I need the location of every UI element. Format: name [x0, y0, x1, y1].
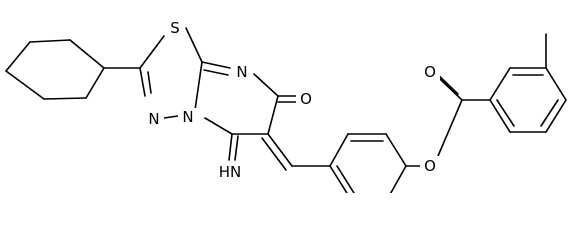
- atom-label-ester-carbonyl-oxygen: O: [424, 63, 436, 81]
- atom-label-imine: HN: [219, 163, 242, 181]
- thiadiazole-ring: [139, 27, 203, 119]
- molecule-structure-diagram: S N N N O HN O O: [5, 18, 567, 193]
- imine-bond: [228, 133, 239, 161]
- atom-labels: S N N N O HN O O: [144, 18, 440, 182]
- ketone-bond: [277, 95, 299, 103]
- tolyl-ring: [489, 67, 567, 133]
- atom-label-bridge-nitrogen: N: [182, 108, 193, 126]
- ester-bonds: [405, 72, 491, 167]
- cyclohexyl-ring: [5, 39, 105, 100]
- pyrimidine-ring: [201, 61, 279, 135]
- atom-label-thiadiazole-nitrogen: N: [148, 110, 159, 128]
- phenylene-ring: [329, 133, 407, 193]
- atom-label-pyrimidine-nitrogen: N: [236, 63, 247, 81]
- methylidene-bond: [261, 133, 331, 171]
- atom-label-ketone-oxygen: O: [300, 90, 312, 108]
- atom-label-ester-ether-oxygen: O: [424, 157, 436, 175]
- atom-label-sulfur: S: [170, 19, 180, 37]
